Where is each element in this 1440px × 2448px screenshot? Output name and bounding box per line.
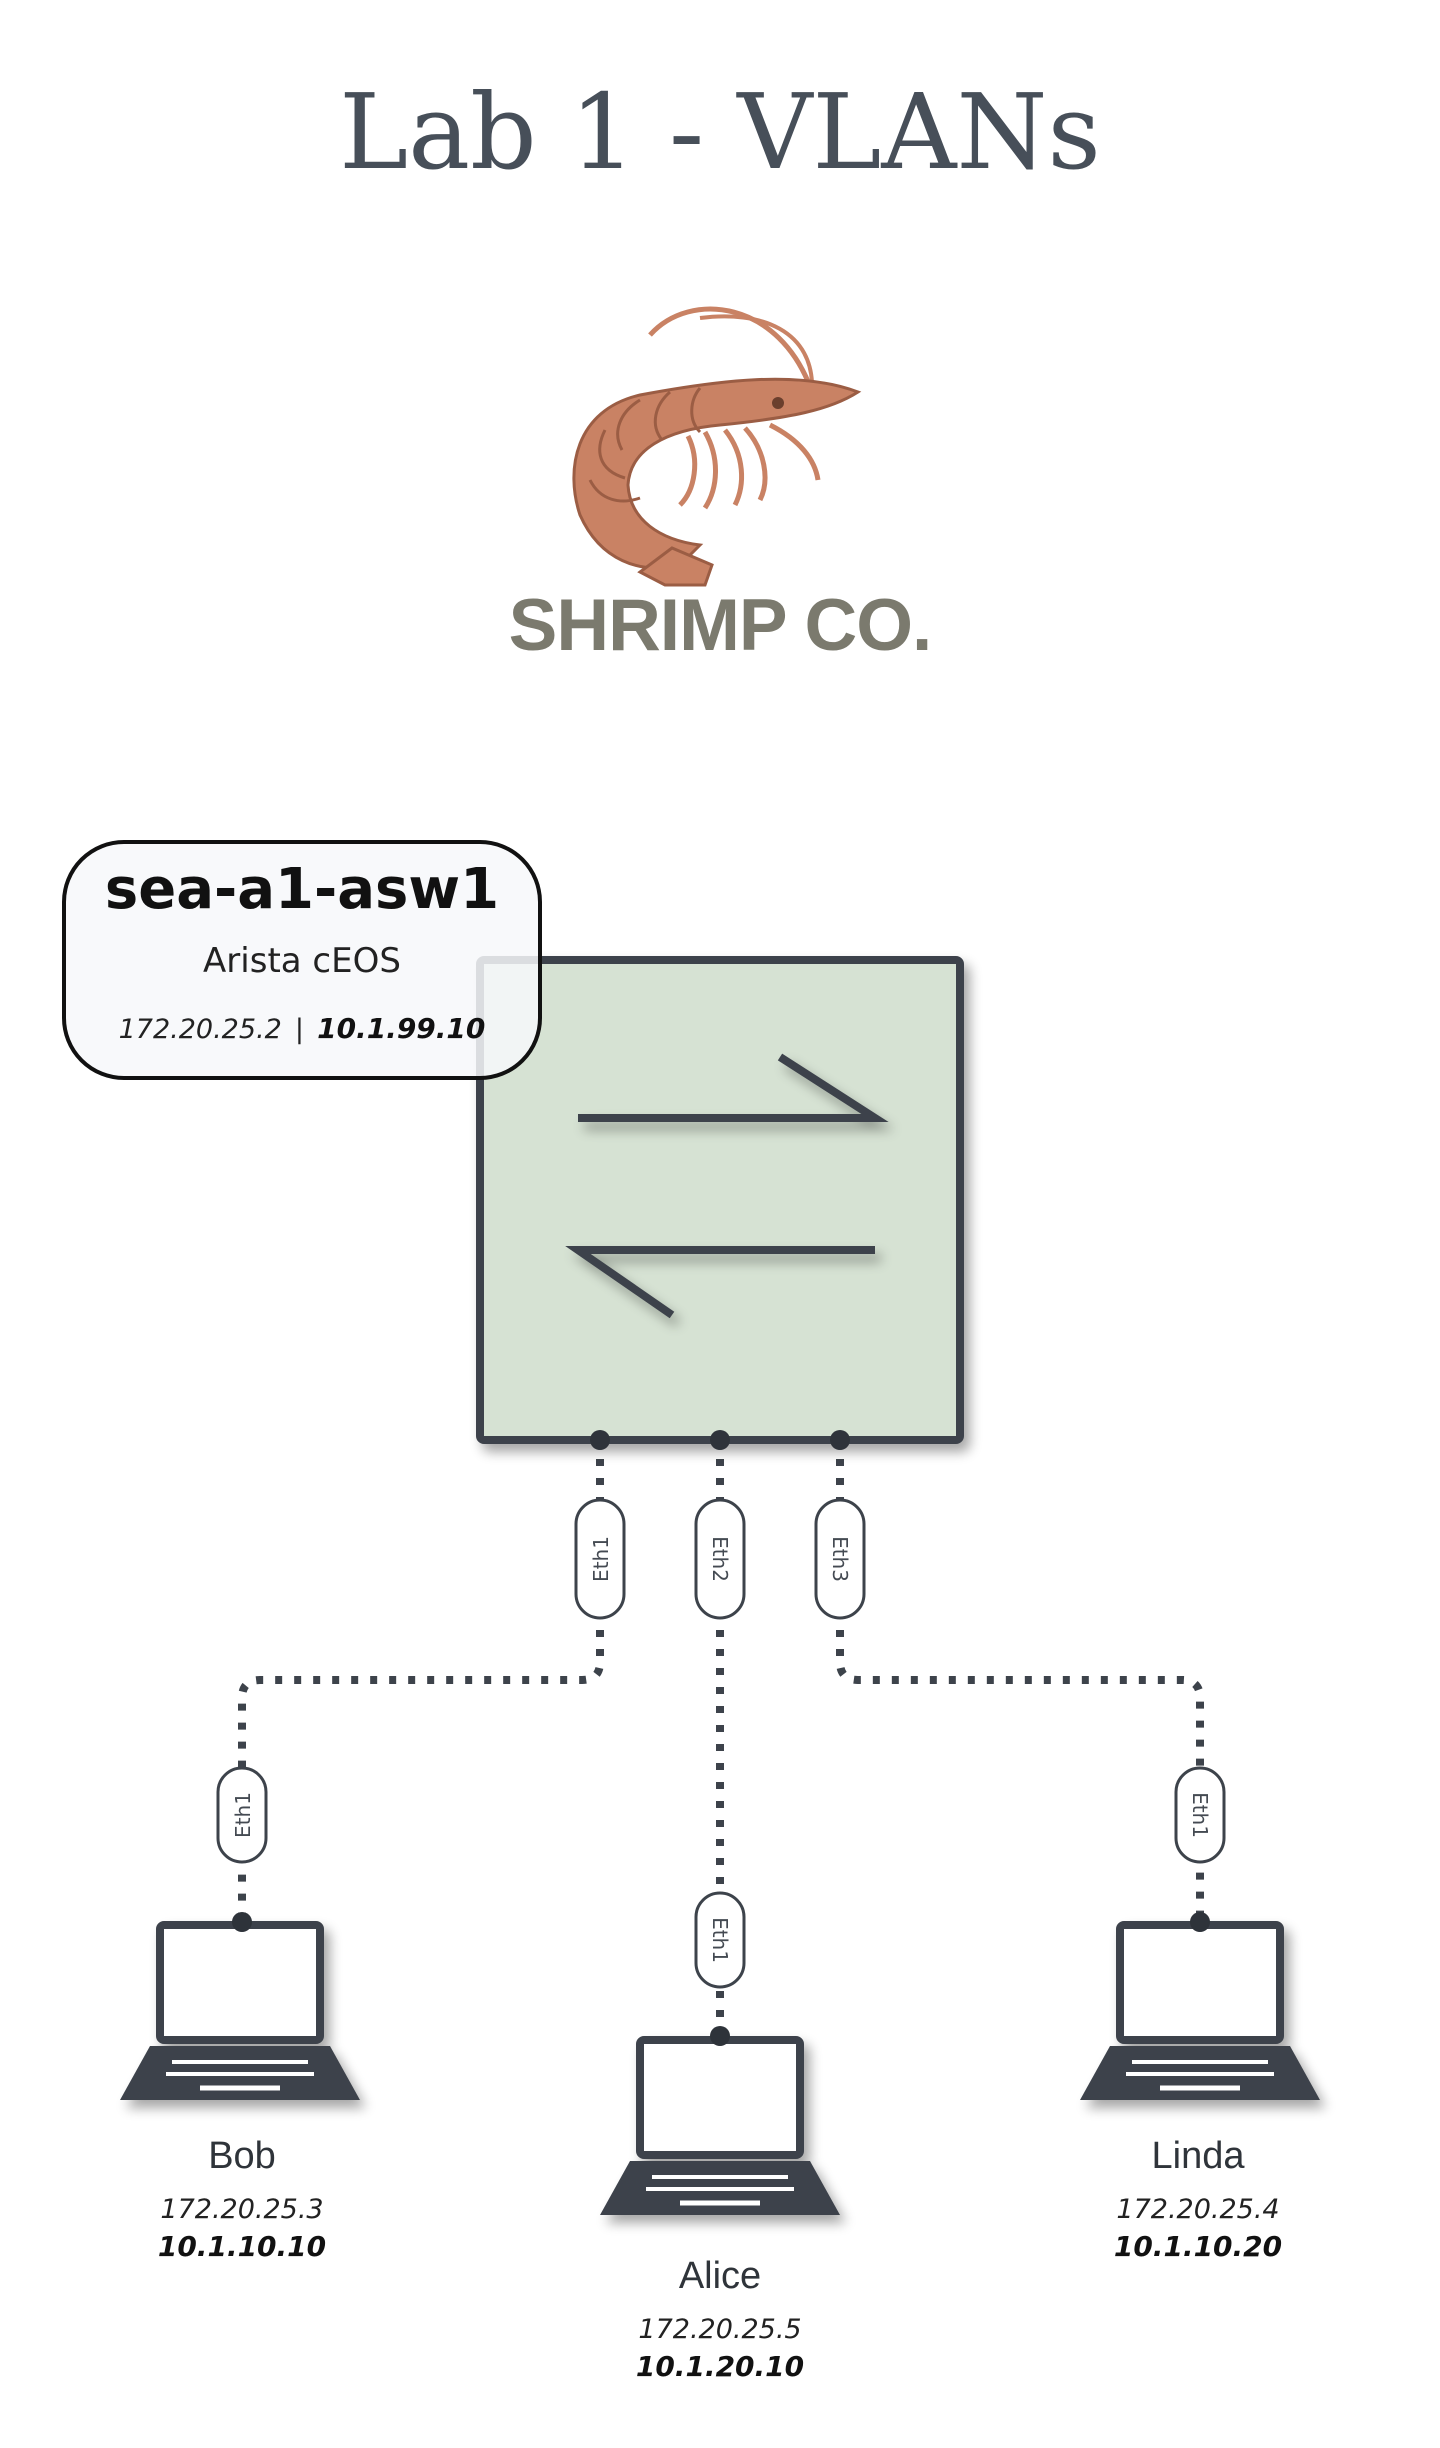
host-mgmt-ip: 172.20.25.5 (638, 2314, 801, 2345)
host-vlan-ip: 10.1.10.10 (158, 2230, 326, 2263)
laptop-icon (1080, 1921, 1320, 2100)
switch-vlan-ip: 10.1.99.10 (317, 1012, 485, 1045)
svg-text:Eth1: Eth1 (1188, 1792, 1212, 1838)
port-label-linda-eth1: Eth1 (1174, 1766, 1226, 1864)
switch-name: sea-a1-asw1 (105, 857, 499, 922)
page-title: Lab 1 - VLANs (339, 71, 1101, 193)
switch-ip-separator: | (295, 1014, 304, 1045)
switch-model: Arista cEOS (203, 941, 401, 981)
svg-text:Eth1: Eth1 (231, 1792, 255, 1838)
laptop-icon (600, 2036, 840, 2215)
brand-name: SHRIMP CO. (509, 585, 932, 666)
port-label-switch-eth1: Eth1 (574, 1498, 626, 1620)
port-label-switch-eth2: Eth2 (694, 1498, 746, 1620)
port-label-switch-eth3: Eth3 (814, 1498, 866, 1620)
switch-icon (476, 956, 964, 1444)
host-bob: Bob 172.20.25.3 10.1.10.10 (120, 1912, 360, 2263)
svg-text:Eth1: Eth1 (708, 1917, 732, 1963)
host-linda: Linda 172.20.25.4 10.1.10.20 (1080, 1912, 1320, 2263)
link-linda (836, 1440, 1204, 1915)
switch-ips: 172.20.25.2 | 10.1.99.10 (119, 1012, 486, 1045)
port-label-bob-eth1: Eth1 (216, 1766, 268, 1864)
host-name: Alice (679, 2255, 761, 2297)
host-mgmt-ip: 172.20.25.4 (1116, 2194, 1279, 2225)
link-bob (238, 1440, 604, 1915)
host-mgmt-ip: 172.20.25.3 (160, 2194, 323, 2225)
host-alice: Alice 172.20.25.5 10.1.20.10 (600, 2026, 840, 2383)
host-name: Linda (1152, 2135, 1246, 2177)
svg-text:Eth2: Eth2 (708, 1536, 732, 1582)
laptop-icon (120, 1921, 360, 2100)
switch-mgmt-ip: 172.20.25.2 (119, 1014, 282, 1045)
host-vlan-ip: 10.1.20.10 (636, 2350, 804, 2383)
svg-text:Eth3: Eth3 (828, 1536, 852, 1582)
svg-text:Eth1: Eth1 (589, 1536, 613, 1582)
host-vlan-ip: 10.1.10.20 (1114, 2230, 1282, 2263)
host-name: Bob (208, 2135, 276, 2177)
switch-label: sea-a1-asw1 Arista cEOS 172.20.25.2 | 10… (62, 840, 542, 1080)
switch-port-dots (590, 1430, 850, 1450)
port-label-alice-eth1: Eth1 (694, 1891, 746, 1989)
shrimp-icon (572, 306, 862, 587)
